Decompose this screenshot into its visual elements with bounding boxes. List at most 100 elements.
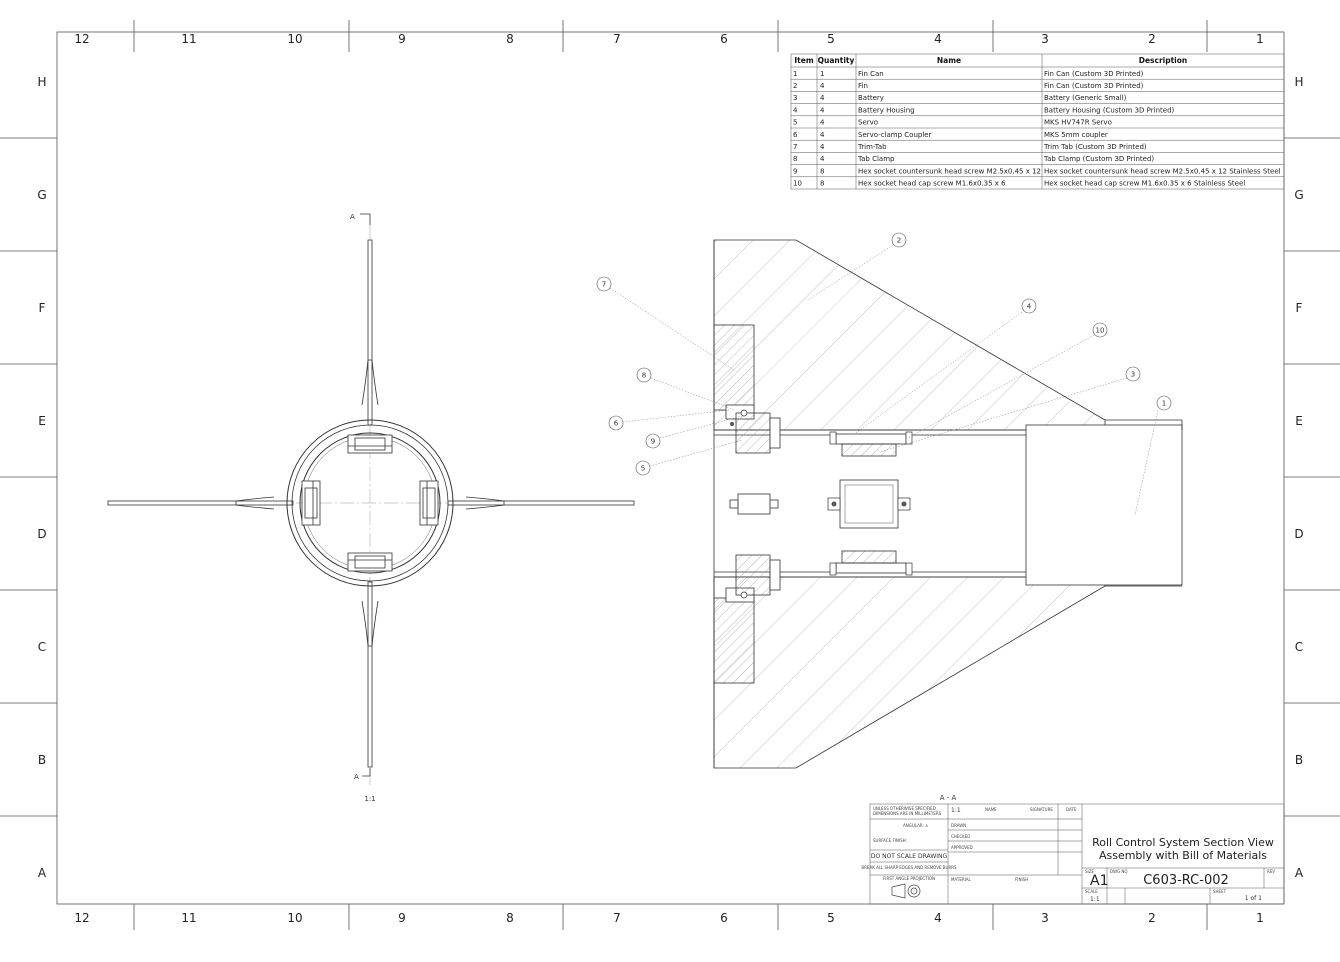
end-view-servo-left — [301, 480, 321, 526]
servo-side-tail — [729, 499, 739, 509]
bom-cell-name: Hex socket head cap screw M1.6x0.35 x 6 — [858, 180, 1006, 188]
balloon-label: 4 — [1027, 303, 1032, 311]
tb-unless-noted: UNLESS OTHERWISE SPECIFIED — [873, 806, 936, 811]
balloon-circle — [645, 433, 661, 449]
tb-drawing-number: C603-RC-002 — [1143, 873, 1229, 888]
row-label: G — [37, 188, 46, 202]
title-block-grid — [869, 803, 1285, 905]
bom-header-quantity: Quantity — [818, 56, 855, 65]
bom-cell-quantity: 4 — [820, 82, 825, 90]
tb-dwg-label: DWG NO — [1110, 869, 1128, 874]
section-marker-top: A — [350, 213, 355, 221]
bom-cell-name: Servo — [858, 119, 878, 127]
servo-side-shaft — [769, 499, 779, 509]
servo-upper-flange — [769, 417, 781, 449]
col-label: 6 — [720, 32, 728, 46]
col-label: 7 — [613, 911, 621, 925]
tb-first-angle: FIRST ANGLE PROJECTION — [883, 876, 935, 881]
bom-cell-name: Battery Housing — [858, 106, 915, 114]
col-label: 3 — [1041, 32, 1049, 46]
end-view-servo-right — [419, 480, 439, 526]
balloon-label: 5 — [641, 465, 645, 473]
title-block: UNLESS OTHERWISE SPECIFIED DIMENSIONS AR… — [861, 803, 1285, 905]
column-labels-bottom: 12 11 10 9 8 7 6 5 4 3 2 1 — [74, 911, 1263, 925]
col-label: 12 — [74, 32, 89, 46]
bom-cell-description: MKS HV747R Servo — [1044, 119, 1112, 127]
battery-housing-upper — [835, 433, 907, 445]
bom-cell-name: Fin Can — [858, 70, 884, 78]
servo-coupler-screw-lower — [740, 591, 748, 599]
row-label: E — [1295, 414, 1303, 428]
col-label: 11 — [181, 911, 196, 925]
end-view-fin-top — [367, 239, 373, 426]
bom-cell-item: 5 — [793, 119, 797, 127]
bom-cell-quantity: 8 — [820, 180, 824, 188]
bom-cell-item: 7 — [793, 143, 797, 151]
tb-scale-label: SCALE — [1085, 889, 1098, 894]
zone-ticks — [0, 20, 1340, 930]
section-fin-upper — [713, 239, 1106, 431]
bom-cell-name: Servo-clamp Coupler — [858, 131, 932, 139]
servo-lower-flange — [769, 559, 781, 591]
section-arrow-top — [360, 213, 371, 225]
battery-housing-lower — [835, 562, 907, 574]
balloon-leaders — [609, 244, 1159, 516]
end-view-fin-left — [107, 500, 294, 506]
row-labels-left: H G F E D C B A — [37, 75, 47, 880]
bom-cell-description: Trim Tab (Custom 3D Printed) — [1043, 143, 1147, 151]
bom-header-description: Description — [1139, 56, 1188, 65]
row-label: D — [37, 527, 46, 541]
servo-coupler-screw-upper — [740, 409, 748, 417]
balloon-label: 2 — [897, 237, 901, 245]
tb-finish: FINISH — [1015, 877, 1028, 882]
col-label: 4 — [934, 911, 942, 925]
end-view: A A 1:1 — [107, 213, 635, 803]
bom-cell-description: Hex socket countersunk head screw M2.5x0… — [1044, 167, 1281, 175]
col-label: 2 — [1148, 32, 1156, 46]
fin-root-fillet-bottom — [361, 600, 379, 647]
balloon-circle — [636, 367, 652, 383]
housing-screws — [829, 431, 913, 576]
balloon-circle — [635, 460, 651, 476]
tb-sheet: 1 of 1 — [1245, 895, 1262, 902]
tb-dimensions-note: DIMENSIONS ARE IN MILLIMETERS — [873, 811, 942, 816]
tb-material: MATERIAL — [951, 877, 972, 882]
battery-housing-center-inner — [844, 484, 894, 524]
battery-lower — [841, 550, 897, 564]
col-label: 1 — [1256, 911, 1264, 925]
tb-scale: 1:1 — [1090, 896, 1100, 903]
tb-do-not-scale: DO NOT SCALE DRAWING — [871, 853, 948, 860]
row-label: D — [1294, 527, 1303, 541]
col-label: 8 — [506, 911, 514, 925]
row-label: G — [1294, 188, 1303, 202]
bom-header-name: Name — [937, 56, 961, 65]
bom-cell-item: 3 — [793, 94, 797, 102]
bom-cell-name: Trim-Tab — [857, 143, 887, 151]
bom-cell-quantity: 8 — [820, 167, 824, 175]
balloon-label: 3 — [1131, 371, 1135, 379]
bom-cell-quantity: 4 — [820, 143, 825, 151]
screw-head-left — [831, 501, 837, 507]
balloon-circle — [1021, 298, 1037, 314]
section-arrow-bottom — [362, 768, 371, 777]
balloon-circle — [891, 232, 907, 248]
bom-grid — [790, 53, 1285, 190]
bom-cell-description: Fin Can (Custom 3D Printed) — [1044, 82, 1144, 90]
end-view-scale-label: 1:1 — [364, 795, 375, 803]
servo-lower — [735, 554, 771, 596]
section-marker-bottom: A — [354, 773, 359, 781]
tb-drawn: DRAWN — [951, 823, 966, 828]
row-label: C — [38, 640, 46, 654]
fin-root-fillet-top — [361, 359, 379, 406]
col-label: 12 — [74, 911, 89, 925]
end-view-servo-bottom — [347, 552, 393, 572]
column-labels-top: 12 11 10 9 8 7 6 5 4 3 2 1 — [74, 32, 1263, 46]
tb-scale-value: 1:1 — [951, 807, 961, 814]
end-view-servo-top — [347, 434, 393, 454]
bom-cell-quantity: 4 — [820, 155, 825, 163]
screw-head-right — [901, 501, 907, 507]
row-label: B — [1295, 753, 1303, 767]
